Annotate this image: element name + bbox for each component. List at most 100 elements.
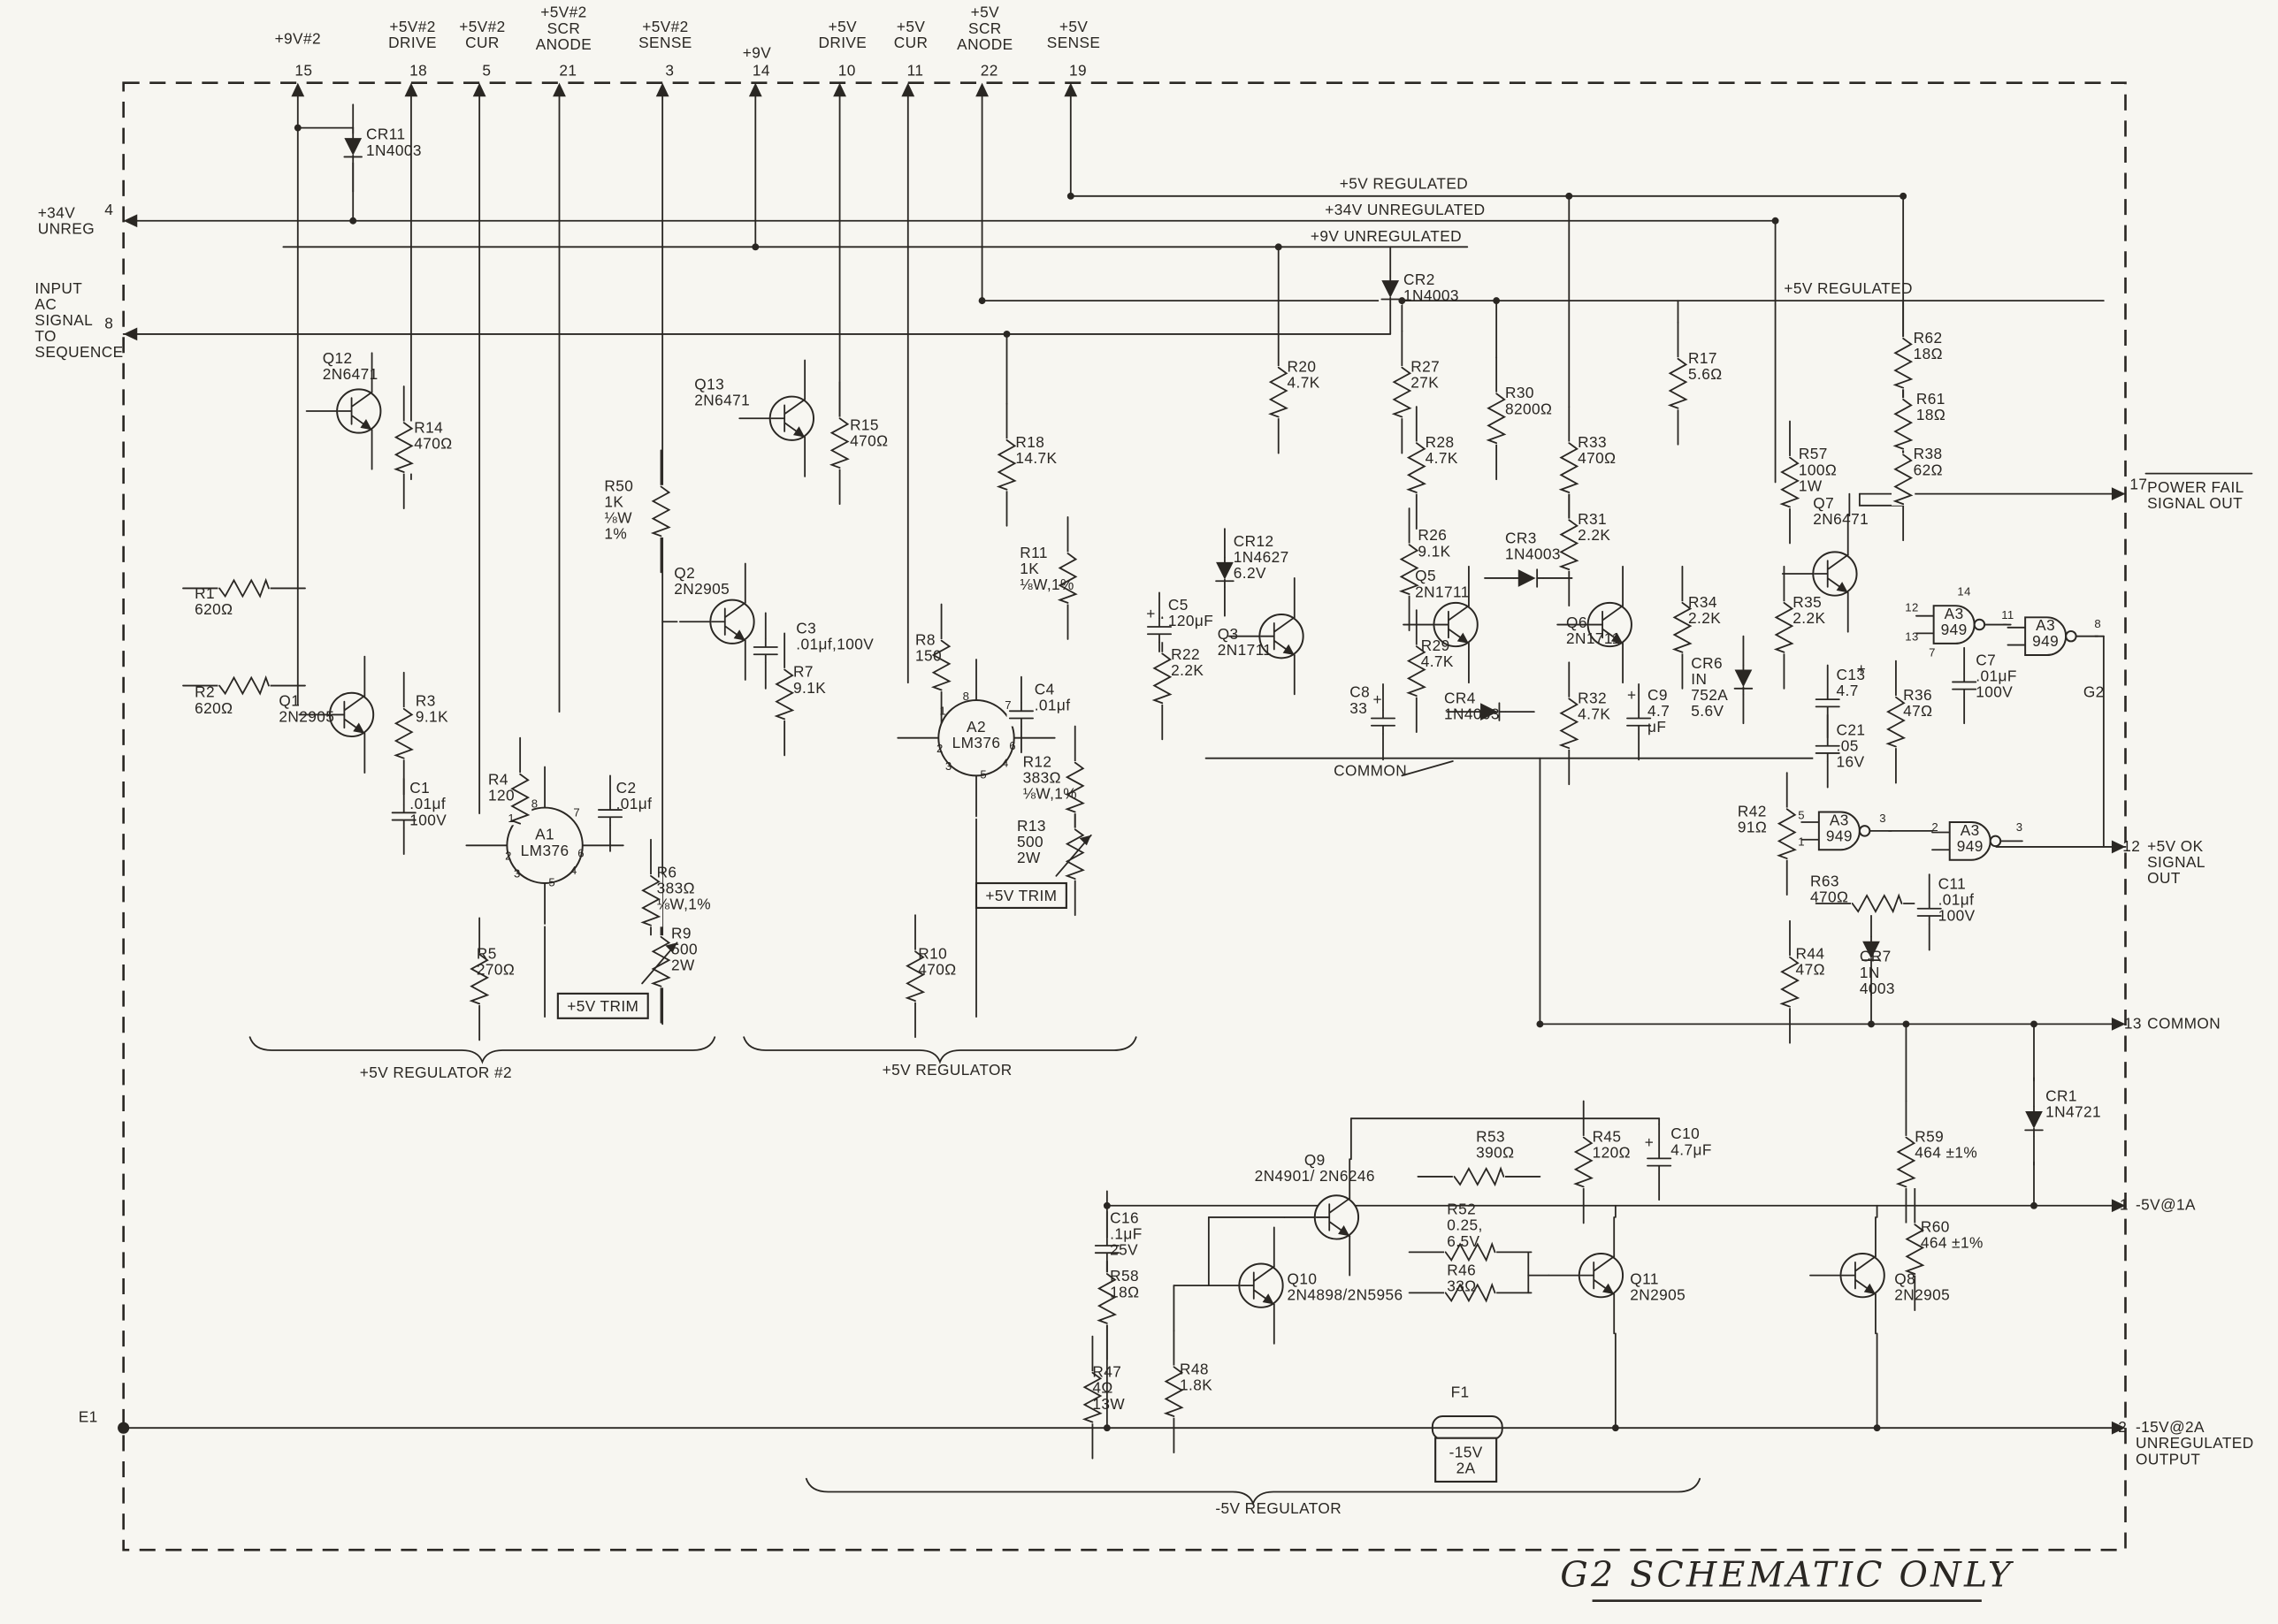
brace-5v-regulator <box>743 1036 1137 1064</box>
junction-dot <box>2030 1201 2037 1209</box>
junction-dot <box>1398 297 1406 305</box>
a1-pin-7: 7 <box>573 805 580 819</box>
gate1-pin-7: 7 <box>1929 646 1936 660</box>
box-5v-trim-2 <box>975 881 1067 910</box>
box-15v-2a <box>1434 1437 1498 1483</box>
e1-label: E1 <box>79 1408 98 1426</box>
r1-resistor <box>217 576 271 601</box>
left-pin-8: 8 <box>104 314 113 332</box>
junction-dot <box>1873 1424 1881 1432</box>
cr1-diode <box>2021 1106 2047 1137</box>
a1-pin-5: 5 <box>548 875 555 888</box>
a1-pin-3: 3 <box>514 866 521 880</box>
junction-dot <box>1565 192 1573 200</box>
junction-dot <box>118 1422 130 1434</box>
cr3-diode <box>1512 565 1544 591</box>
terminal-arrow-icon <box>655 82 669 97</box>
junction-dot <box>1493 297 1501 305</box>
q13-transistor <box>768 395 814 441</box>
r62-resistor <box>1891 336 1916 391</box>
label-c3: C3.01μf,100V <box>796 619 874 652</box>
top-terminal-9v2: +9V#2 <box>275 29 321 47</box>
top-terminal-9v: +9V <box>743 44 771 62</box>
junction-dot <box>1103 1201 1111 1209</box>
q1-transistor <box>328 691 375 738</box>
junction-dot <box>1003 330 1011 338</box>
label-f1: F1 <box>1451 1384 1470 1401</box>
c3-capacitor <box>750 638 782 664</box>
r42-resistor <box>1774 806 1800 861</box>
terminal-arrow-icon <box>2111 1018 2126 1031</box>
r14-resistor <box>391 420 417 475</box>
r17-resistor <box>1665 356 1691 411</box>
a1-pin-6: 6 <box>577 846 585 859</box>
component-symbols <box>217 133 2077 1441</box>
terminal-arrow-icon <box>553 82 566 97</box>
c10-plus: + <box>1645 1133 1654 1151</box>
r50-resistor <box>648 484 674 538</box>
bus-5v-regulated-right: +5V REGULATED <box>1784 279 1912 297</box>
box-5v-trim-1-text: +5V TRIM <box>567 997 638 1015</box>
top-pin-15: 15 <box>294 61 312 79</box>
q11-transistor <box>1578 1253 1624 1299</box>
gate1-pin-13: 13 <box>1905 630 1918 644</box>
a2-pin-5: 5 <box>980 768 987 782</box>
gate3-pin-3: 3 <box>1879 812 1886 825</box>
f1-fuse <box>1431 1415 1503 1441</box>
section-5v-regulator: +5V REGULATOR <box>883 1061 1013 1079</box>
terminal-arrow-icon <box>748 82 762 97</box>
r53-resistor <box>1451 1163 1506 1189</box>
junction-dot <box>1902 1020 1910 1028</box>
junction-dot <box>1536 1020 1544 1028</box>
c7-capacitor <box>1948 673 1980 698</box>
terminal-arrow-icon <box>404 82 418 97</box>
terminal-arrow-icon <box>2111 840 2126 854</box>
right-pin-17: 17 <box>2129 476 2147 493</box>
junction-dot <box>978 297 986 305</box>
q8-transistor <box>1839 1253 1885 1299</box>
terminal-arrow-icon <box>975 82 989 97</box>
terminal-arrow-icon <box>2111 1199 2126 1213</box>
a1-pin-2: 2 <box>505 850 512 863</box>
a2-pin-6: 6 <box>1009 739 1016 752</box>
junctions-arrows <box>118 82 2126 1506</box>
bus-9v-unregulated: +9V UNREGULATED <box>1311 227 1462 245</box>
